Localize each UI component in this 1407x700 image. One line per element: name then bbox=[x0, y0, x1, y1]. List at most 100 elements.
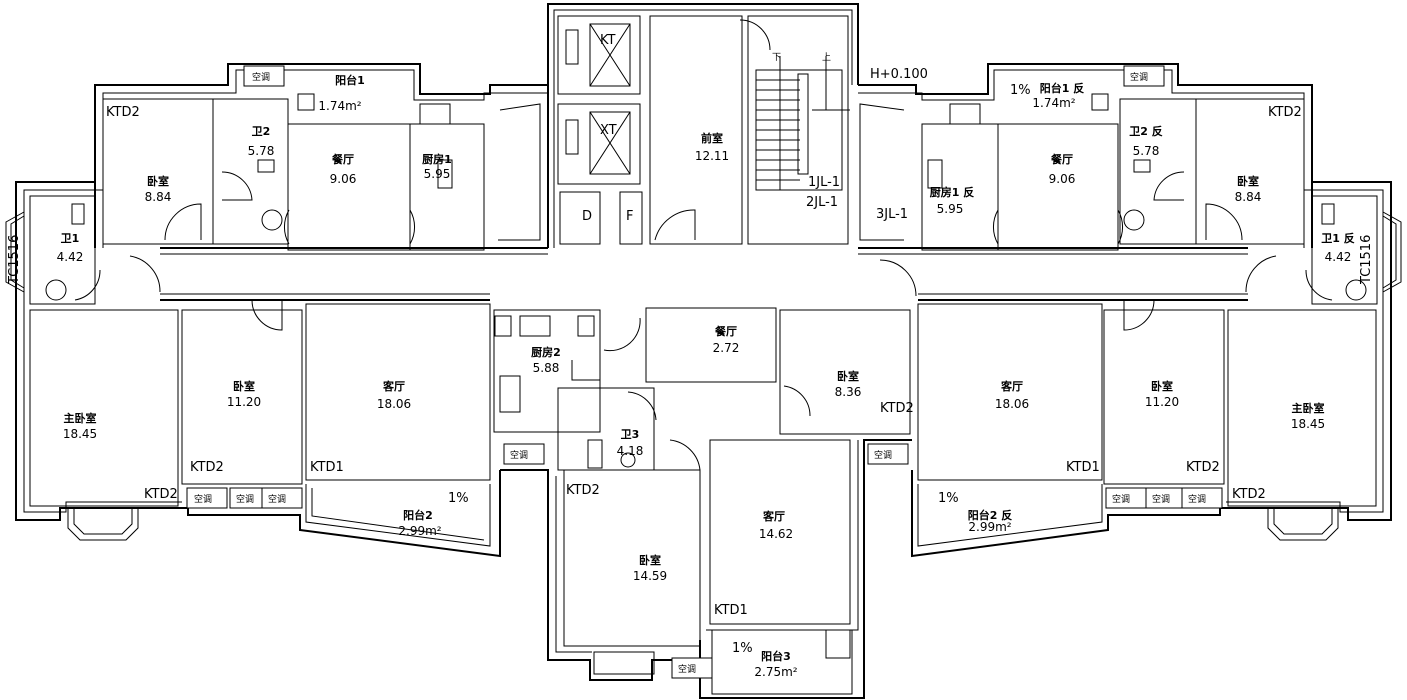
ktd2-tag: KTD2 bbox=[144, 487, 178, 502]
room-name-toilet2-l: 卫2 bbox=[252, 125, 271, 138]
walls-center-unit bbox=[493, 307, 912, 699]
ktd2-tag: KTD2 bbox=[106, 105, 140, 120]
room-name-master-l: 主卧室 bbox=[64, 411, 97, 425]
slope-tag: 1% bbox=[732, 641, 753, 656]
ac-label: 空调 bbox=[1130, 71, 1148, 83]
ac-label: 空调 bbox=[1152, 493, 1170, 505]
room-area-balcony3: 2.75m² bbox=[754, 665, 797, 679]
room-name-toilet1-r: 卫1 反 bbox=[1321, 231, 1354, 245]
shaft-d-tag: D bbox=[582, 209, 592, 224]
room-area-kitchen1-l: 5.95 bbox=[424, 167, 451, 181]
room-name-toilet3: 卫3 bbox=[621, 428, 640, 441]
walls-core bbox=[498, 3, 905, 248]
room-area-living-c: 14.62 bbox=[759, 527, 793, 541]
room-name-balcony2-r: 阳台2 反 bbox=[968, 508, 1012, 522]
room-name-living-c: 客厅 bbox=[762, 509, 785, 523]
slope-tag: 1% bbox=[448, 491, 469, 506]
room-name-living-r: 客厅 bbox=[1000, 379, 1023, 393]
room-name-dining-tl: 餐厅 bbox=[331, 152, 354, 166]
walls-left-wing bbox=[5, 63, 548, 558]
room-name-bedroom-cr: 卧室 bbox=[837, 369, 859, 383]
ktd1-tag: KTD1 bbox=[714, 603, 748, 618]
elevation-tag: H+0.100 bbox=[870, 67, 928, 82]
room-area-bedroom-cr: 8.36 bbox=[835, 385, 862, 399]
ac-label: 空调 bbox=[252, 71, 270, 83]
ac-label: 空调 bbox=[236, 493, 254, 505]
walls-right-wing bbox=[858, 63, 1402, 558]
room-area-master-r: 18.45 bbox=[1291, 417, 1325, 431]
tc1516-tag: TC1516 bbox=[1359, 235, 1374, 285]
room-area-living-r: 18.06 bbox=[995, 397, 1029, 411]
fixtures bbox=[45, 93, 1367, 301]
pipe-1jl-tag: 1JL-1 bbox=[808, 175, 840, 190]
slope-tag: 1% bbox=[1010, 83, 1031, 98]
room-name-bedroom-ml: 卧室 bbox=[233, 379, 255, 393]
room-name-bedroom-tl: 卧室 bbox=[147, 174, 169, 188]
room-area-kitchen2: 5.88 bbox=[533, 361, 560, 375]
ac-label: 空调 bbox=[678, 663, 696, 675]
stair-up-tag: 上 bbox=[822, 52, 831, 63]
elevator-kt-tag: KT bbox=[600, 33, 616, 48]
room-area-toilet2-r: 5.78 bbox=[1133, 144, 1160, 158]
ktd2-tag: KTD2 bbox=[190, 460, 224, 475]
room-area-bedroom-tr: 8.84 bbox=[1235, 190, 1262, 204]
stair-down-tag: 下 bbox=[772, 53, 781, 63]
room-area-toilet3: 4.18 bbox=[617, 444, 644, 458]
room-name-foyer: 前室 bbox=[701, 131, 723, 145]
room-name-balcony1-l: 阳台1 bbox=[335, 73, 365, 87]
ac-label: 空调 bbox=[194, 493, 212, 505]
room-name-master-r: 主卧室 bbox=[1292, 401, 1325, 415]
ktd1-tag: KTD1 bbox=[1066, 460, 1100, 475]
room-area-kitchen1-r: 5.95 bbox=[937, 202, 964, 216]
room-name-balcony2-l: 阳台2 bbox=[403, 508, 433, 522]
room-name-balcony3: 阳台3 bbox=[761, 649, 791, 663]
room-name-bedroom-tr: 卧室 bbox=[1237, 174, 1259, 188]
room-area-master-l: 18.45 bbox=[63, 427, 97, 441]
room-name-dining-tr: 餐厅 bbox=[1050, 152, 1073, 166]
ac-label: 空调 bbox=[1112, 493, 1130, 505]
ktd1-tag: KTD1 bbox=[310, 460, 344, 475]
room-area-bedroom-tl: 8.84 bbox=[145, 190, 172, 204]
room-area-dining-tl: 9.06 bbox=[330, 172, 357, 186]
ktd2-tag: KTD2 bbox=[880, 401, 914, 416]
room-name-living-l: 客厅 bbox=[382, 379, 405, 393]
room-name-bedroom-mr: 卧室 bbox=[1151, 379, 1173, 393]
room-name-kitchen1-r: 厨房1 反 bbox=[930, 185, 974, 199]
ktd2-tag: KTD2 bbox=[1232, 487, 1266, 502]
staircase bbox=[755, 56, 850, 191]
room-labels: 卧室 8.84 卫2 5.78 阳台1 1.74m² 餐厅 9.06 厨房1 5… bbox=[57, 73, 1355, 679]
ac-label: 空调 bbox=[268, 493, 286, 505]
tags: KTD2 KTD2 KTD2 KTD2 KTD1 KTD2 KTD2 KTD1 … bbox=[7, 33, 1374, 675]
room-name-toilet2-r: 卫2 反 bbox=[1129, 124, 1162, 138]
room-area-bedroom-c: 14.59 bbox=[633, 569, 667, 583]
room-name-bedroom-c: 卧室 bbox=[639, 553, 661, 567]
room-area-living-l: 18.06 bbox=[377, 397, 411, 411]
room-name-dining-c: 餐厅 bbox=[714, 324, 737, 338]
room-area-balcony2-l: 2.99m² bbox=[398, 524, 441, 538]
ktd2-tag: KTD2 bbox=[1186, 460, 1220, 475]
room-area-balcony1-r: 1.74m² bbox=[1032, 96, 1075, 110]
ac-label: 空调 bbox=[874, 449, 892, 461]
ac-label: 空调 bbox=[510, 449, 528, 461]
ac-label: 空调 bbox=[1188, 493, 1206, 505]
tc1516-tag: TC1516 bbox=[7, 235, 22, 285]
ktd2-tag: KTD2 bbox=[566, 483, 600, 498]
room-area-toilet2-l: 5.78 bbox=[248, 144, 275, 158]
room-name-toilet1-l: 卫1 bbox=[61, 232, 80, 245]
room-area-dining-tr: 9.06 bbox=[1049, 172, 1076, 186]
room-area-balcony1-l: 1.74m² bbox=[318, 99, 361, 113]
room-area-balcony2-r: 2.99m² bbox=[968, 520, 1011, 534]
pipe-2jl-tag: 2JL-1 bbox=[806, 195, 838, 210]
pipe-3jl-tag: 3JL-1 bbox=[876, 207, 908, 222]
room-area-toilet1-r: 4.42 bbox=[1325, 250, 1352, 264]
room-name-kitchen2: 厨房2 bbox=[531, 345, 561, 359]
room-area-toilet1-l: 4.42 bbox=[57, 250, 84, 264]
room-name-kitchen1-l: 厨房1 bbox=[422, 152, 452, 166]
room-area-foyer: 12.11 bbox=[695, 149, 729, 163]
shaft-f-tag: F bbox=[626, 209, 633, 224]
room-area-bedroom-mr: 11.20 bbox=[1145, 395, 1179, 409]
room-name-balcony1-r: 阳台1 反 bbox=[1040, 81, 1084, 95]
room-area-dining-c: 2.72 bbox=[713, 341, 740, 355]
ktd2-tag: KTD2 bbox=[1268, 105, 1302, 120]
